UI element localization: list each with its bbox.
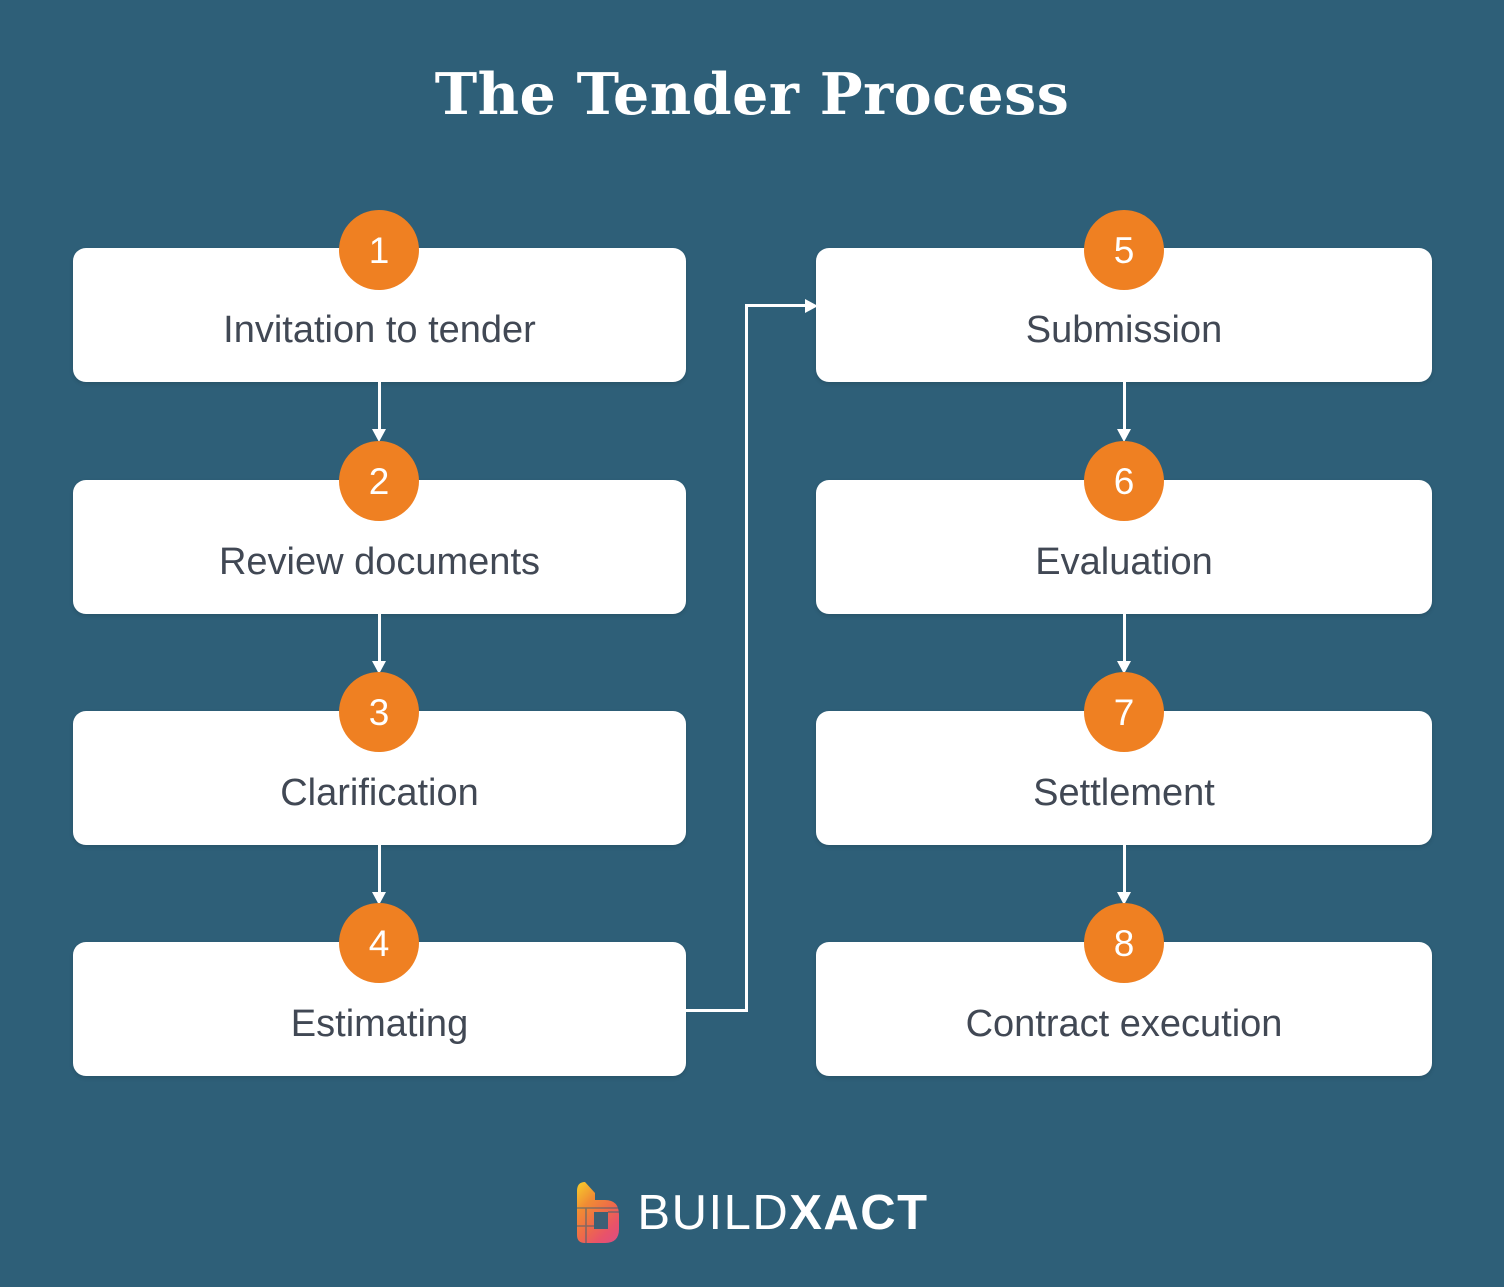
connector-2-to-3-arrowhead — [372, 661, 386, 674]
page-title: The Tender Process — [434, 61, 1070, 128]
connector-3-to-4 — [378, 845, 381, 892]
step-box-8[interactable]: Contract execution — [816, 942, 1432, 1076]
connector-3-to-4-arrowhead — [372, 892, 386, 905]
step-label-8: Contract execution — [965, 1002, 1283, 1045]
connector-1-to-2-arrowhead — [372, 429, 386, 442]
logo-text-build: BUILD — [637, 1185, 790, 1240]
step-label-4: Estimating — [290, 1002, 469, 1045]
connector-5-to-6-arrowhead — [1117, 429, 1131, 442]
connector-4-to-5-segment-right — [686, 1009, 748, 1012]
connector-6-to-7 — [1123, 614, 1126, 661]
connector-4-to-5-segment-up — [745, 304, 748, 1012]
step-label-7: Settlement — [1033, 771, 1215, 814]
connector-5-to-6 — [1123, 382, 1126, 429]
step-badge-5: 5 — [1084, 210, 1164, 290]
step-label-3: Clarification — [280, 771, 479, 814]
logo-text-xact: XACT — [789, 1185, 929, 1240]
step-badge-2: 2 — [339, 441, 419, 521]
connector-1-to-2 — [378, 382, 381, 429]
step-badge-1: 1 — [339, 210, 419, 290]
step-badge-6: 6 — [1084, 441, 1164, 521]
connector-7-to-8-arrowhead — [1117, 892, 1131, 905]
connector-4-to-5-arrowhead — [805, 299, 818, 313]
step-badge-4: 4 — [339, 903, 419, 983]
buildxact-wordmark: BUILDXACT — [637, 1185, 929, 1240]
connector-2-to-3 — [378, 614, 381, 661]
buildxact-logo[interactable]: BUILDXACT — [0, 1182, 1504, 1244]
buildxact-b-mark-icon — [577, 1182, 620, 1243]
step-label-6: Evaluation — [1035, 540, 1213, 583]
connector-6-to-7-arrowhead — [1117, 661, 1131, 674]
step-label-1: Invitation to tender — [223, 308, 536, 351]
connector-4-to-5-segment-into-box — [745, 304, 807, 307]
connector-7-to-8 — [1123, 845, 1126, 892]
step-badge-8: 8 — [1084, 903, 1164, 983]
step-badge-3: 3 — [339, 672, 419, 752]
step-label-5: Submission — [1025, 308, 1223, 351]
step-label-2: Review documents — [218, 540, 541, 583]
step-badge-7: 7 — [1084, 672, 1164, 752]
